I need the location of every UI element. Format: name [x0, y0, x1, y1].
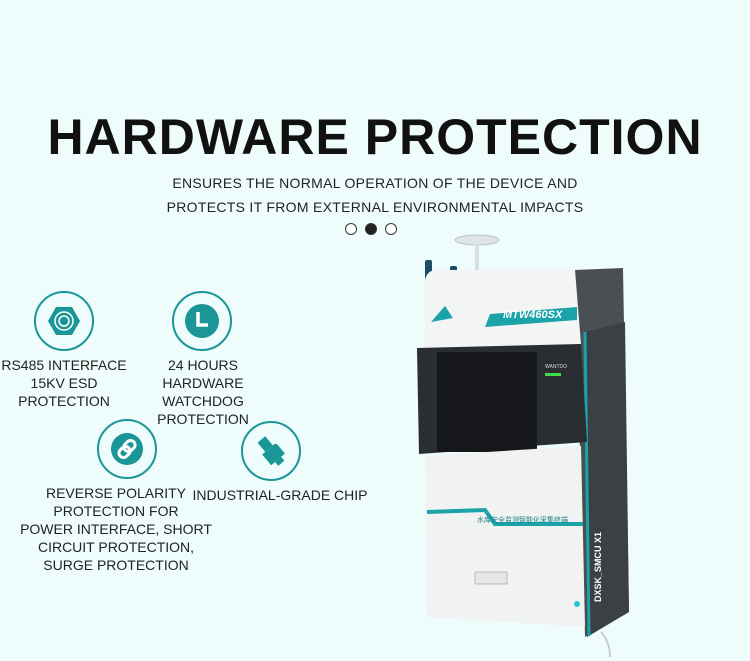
subtitle-line-2: PROTECTS IT FROM EXTERNAL ENVIRONMENTAL … [166, 199, 584, 215]
feature-text: REVERSE POLARITY [45, 485, 187, 501]
page-title: HARDWARE PROTECTION [47, 109, 703, 165]
usb-chip-icon [241, 421, 301, 481]
feature-text: PROTECTION [157, 411, 249, 427]
device-side-label: DXSK_SMCU X1 [593, 532, 603, 602]
feature-text: 24 HOURS [167, 357, 239, 373]
feature-text: INDUSTRIAL-GRADE CHIP [192, 487, 368, 503]
feature-chip: INDUSTRIAL-GRADE CHIP [190, 486, 370, 504]
subtitle-line-1: ENSURES THE NORMAL OPERATION OF THE DEVI… [172, 175, 578, 191]
feature-text: CIRCUIT PROTECTION, [37, 539, 195, 555]
panel-label: 水库安全监测智能化采集终端 [477, 515, 568, 524]
clock-icon [172, 291, 232, 351]
feature-text: PROTECTION FOR [53, 503, 179, 519]
device-image: MTW460SX WANTDO 水库安全监测智能化采集终端 DXSK_SMCU … [417, 234, 629, 657]
feature-text: RS485 INTERFACE [1, 357, 127, 373]
feature-text: PROTECTION [18, 393, 110, 409]
device-model-label: MTW460SX [503, 309, 563, 321]
feature-text: POWER INTERFACE, SHORT [20, 521, 212, 537]
feature-text: 15KV ESD [30, 375, 98, 391]
feature-reverse-polarity: REVERSE POLARITY PROTECTION FOR POWER IN… [20, 484, 212, 574]
feature-text: SURGE PROTECTION [43, 557, 189, 573]
link-icon [97, 419, 157, 479]
nut-icon [34, 291, 94, 351]
carousel-dot-1[interactable] [345, 223, 357, 235]
carousel-dots [345, 223, 397, 235]
feature-rs485: RS485 INTERFACE 15KV ESD PROTECTION [0, 356, 128, 410]
carousel-dot-3[interactable] [385, 223, 397, 235]
feature-watchdog: 24 HOURS HARDWARE WATCHDOG PROTECTION [128, 356, 278, 428]
carousel-dot-2[interactable] [365, 223, 377, 235]
feature-text: HARDWARE WATCHDOG [162, 375, 244, 409]
status-label: WANTDO [545, 364, 567, 370]
